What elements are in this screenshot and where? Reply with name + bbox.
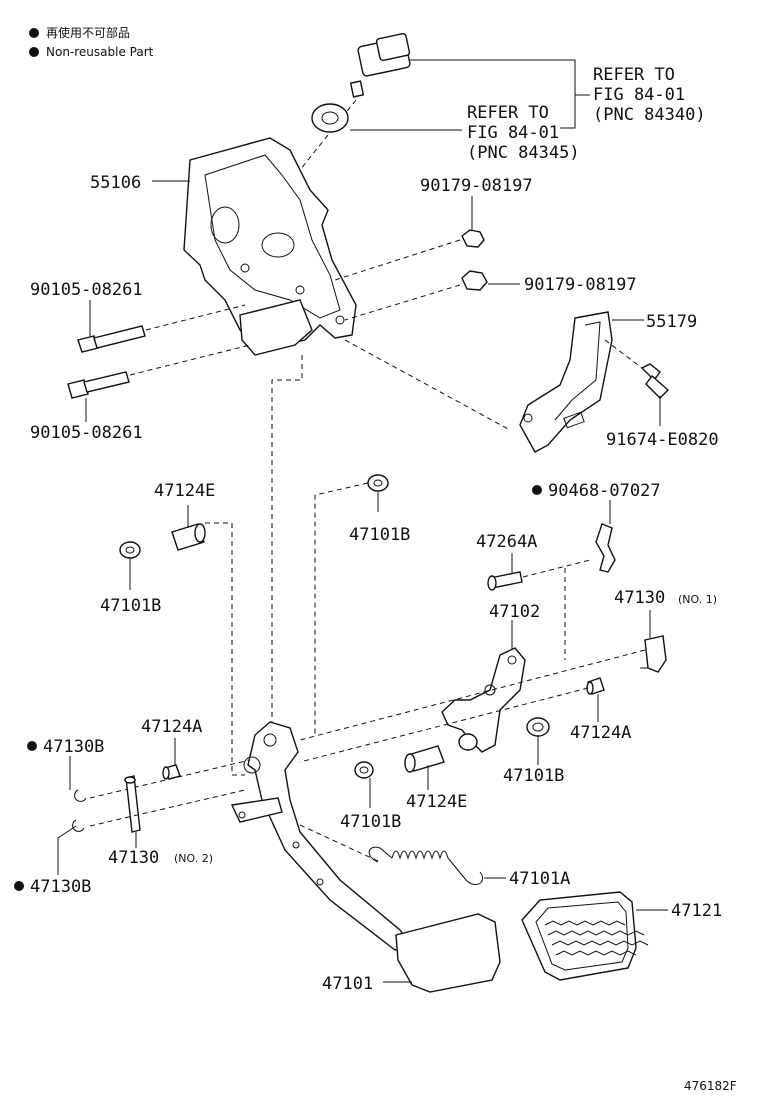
label-90468: 90468-07027 xyxy=(548,481,661,501)
label-47101b-left: 47101B xyxy=(100,596,161,616)
label-90105-lower: 90105-08261 xyxy=(30,423,143,443)
label-90105-upper: 90105-08261 xyxy=(30,280,143,300)
pedal-pad-cover xyxy=(521,891,668,981)
label-90179-lower: 90179-08197 xyxy=(524,275,637,295)
label-47124a-left: 47124A xyxy=(141,717,202,737)
label-55106: 55106 xyxy=(90,173,141,193)
legend: 再使用不可部品 Non-reusable Part xyxy=(29,25,154,59)
brake-pedal-pad xyxy=(383,913,501,993)
label-91674: 91674-E0820 xyxy=(606,430,719,450)
ref-lower-line3: (PNC 84345) xyxy=(467,143,580,163)
collar-right xyxy=(299,677,605,763)
bushing-top xyxy=(314,474,389,735)
pedal-lever xyxy=(441,620,526,753)
label-47130-no2: 47130 xyxy=(108,848,159,868)
ref-lower-line2: FIG 84-01 xyxy=(467,123,559,143)
collar-left xyxy=(162,738,181,780)
retaining-clip xyxy=(595,500,616,573)
legend-japanese: 再使用不可部品 xyxy=(46,25,130,40)
label-47130b-upper: 47130B xyxy=(43,737,104,757)
label-55179: 55179 xyxy=(646,312,697,332)
non-reusable-dot-icon xyxy=(29,28,39,38)
collar-middle xyxy=(404,745,445,790)
label-47101a: 47101A xyxy=(509,869,570,889)
e-clip-upper xyxy=(69,756,251,802)
nut-lower xyxy=(344,270,520,321)
label-47124a-right: 47124A xyxy=(570,723,631,743)
label-47130-no1-note: (NO. 1) xyxy=(678,593,717,606)
brake-pedal-arm xyxy=(230,721,412,951)
stop-lamp-switch xyxy=(299,32,411,171)
ref-lower-line1: REFER TO xyxy=(467,103,549,123)
reference-notes: REFER TO FIG 84-01 (PNC 84340) REFER TO … xyxy=(350,59,706,163)
non-reusable-dot-icon xyxy=(27,741,37,751)
nut-upper xyxy=(334,196,485,281)
label-47130-no2-note: (NO. 2) xyxy=(174,852,213,865)
flange-bolt xyxy=(640,363,670,426)
non-reusable-dot-icon xyxy=(14,881,24,891)
bolt-lower xyxy=(67,344,251,422)
label-47101: 47101 xyxy=(322,974,373,994)
label-47130b-lower: 47130B xyxy=(30,877,91,897)
label-47101b-middle: 47101B xyxy=(340,812,401,832)
bushing-left xyxy=(119,541,141,590)
collar-upper xyxy=(171,505,245,776)
label-47124e-upper: 47124E xyxy=(154,481,215,501)
label-47121: 47121 xyxy=(671,901,722,921)
legend-english: Non-reusable Part xyxy=(46,45,154,59)
pedal-bracket xyxy=(183,137,357,356)
pin-no1 xyxy=(299,610,667,741)
label-47130-no1: 47130 xyxy=(614,588,665,608)
bolt-upper xyxy=(77,300,246,353)
bushing-right xyxy=(526,717,550,765)
e-clip-lower xyxy=(57,789,246,875)
label-47101b-right: 47101B xyxy=(503,766,564,786)
ref-upper-line1: REFER TO xyxy=(593,65,675,85)
support-bracket xyxy=(344,311,644,453)
pin-no2 xyxy=(124,775,141,848)
ref-upper-line2: FIG 84-01 xyxy=(593,85,685,105)
non-reusable-dot-icon xyxy=(29,47,39,57)
non-reusable-dot-icon xyxy=(532,485,542,495)
pin-47264a xyxy=(487,553,591,660)
label-47102: 47102 xyxy=(489,602,540,622)
bushing-middle xyxy=(354,761,374,808)
label-47264a: 47264A xyxy=(476,532,537,552)
label-47101b-top: 47101B xyxy=(349,525,410,545)
grommet xyxy=(311,103,349,133)
label-90179-upper: 90179-08197 xyxy=(420,176,533,196)
figure-id: 476182F xyxy=(684,1079,737,1093)
ref-upper-line3: (PNC 84340) xyxy=(593,105,706,125)
return-spring xyxy=(368,846,506,885)
label-47124e-middle: 47124E xyxy=(406,792,467,812)
